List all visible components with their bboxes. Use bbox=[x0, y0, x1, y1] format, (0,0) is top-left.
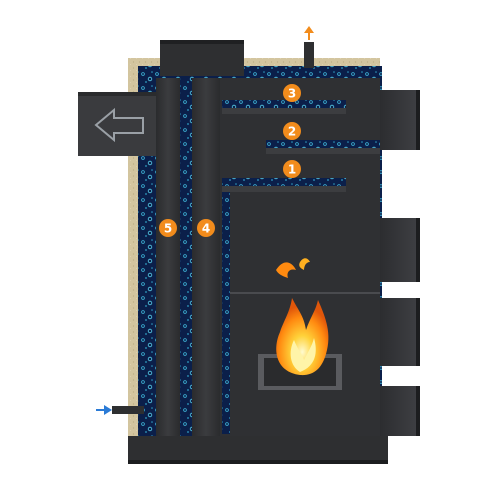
badge-3: 3 bbox=[283, 84, 301, 102]
flame-icon bbox=[276, 258, 329, 376]
badge-5: 5 bbox=[159, 219, 177, 237]
badge-1: 1 bbox=[283, 160, 301, 178]
side-doors bbox=[380, 90, 420, 436]
hot-water-outlet-pipe bbox=[304, 42, 314, 68]
svg-text:1: 1 bbox=[288, 163, 296, 177]
badge-2: 2 bbox=[283, 122, 301, 140]
flue-outlet bbox=[78, 92, 160, 156]
boiler-base bbox=[128, 436, 388, 464]
baffle-water-channels bbox=[182, 78, 380, 434]
svg-text:2: 2 bbox=[288, 125, 296, 139]
inner-steel-body bbox=[156, 78, 380, 436]
svg-text:3: 3 bbox=[288, 87, 296, 101]
svg-text:4: 4 bbox=[202, 222, 210, 236]
badge-4: 4 bbox=[197, 219, 215, 237]
arrow-right-icon bbox=[96, 405, 112, 415]
chimney-stack bbox=[160, 40, 244, 76]
arrow-left-icon bbox=[94, 107, 144, 143]
cold-water-inlet-pipe bbox=[112, 406, 144, 414]
svg-text:5: 5 bbox=[164, 222, 172, 236]
arrow-up-icon bbox=[304, 26, 314, 40]
